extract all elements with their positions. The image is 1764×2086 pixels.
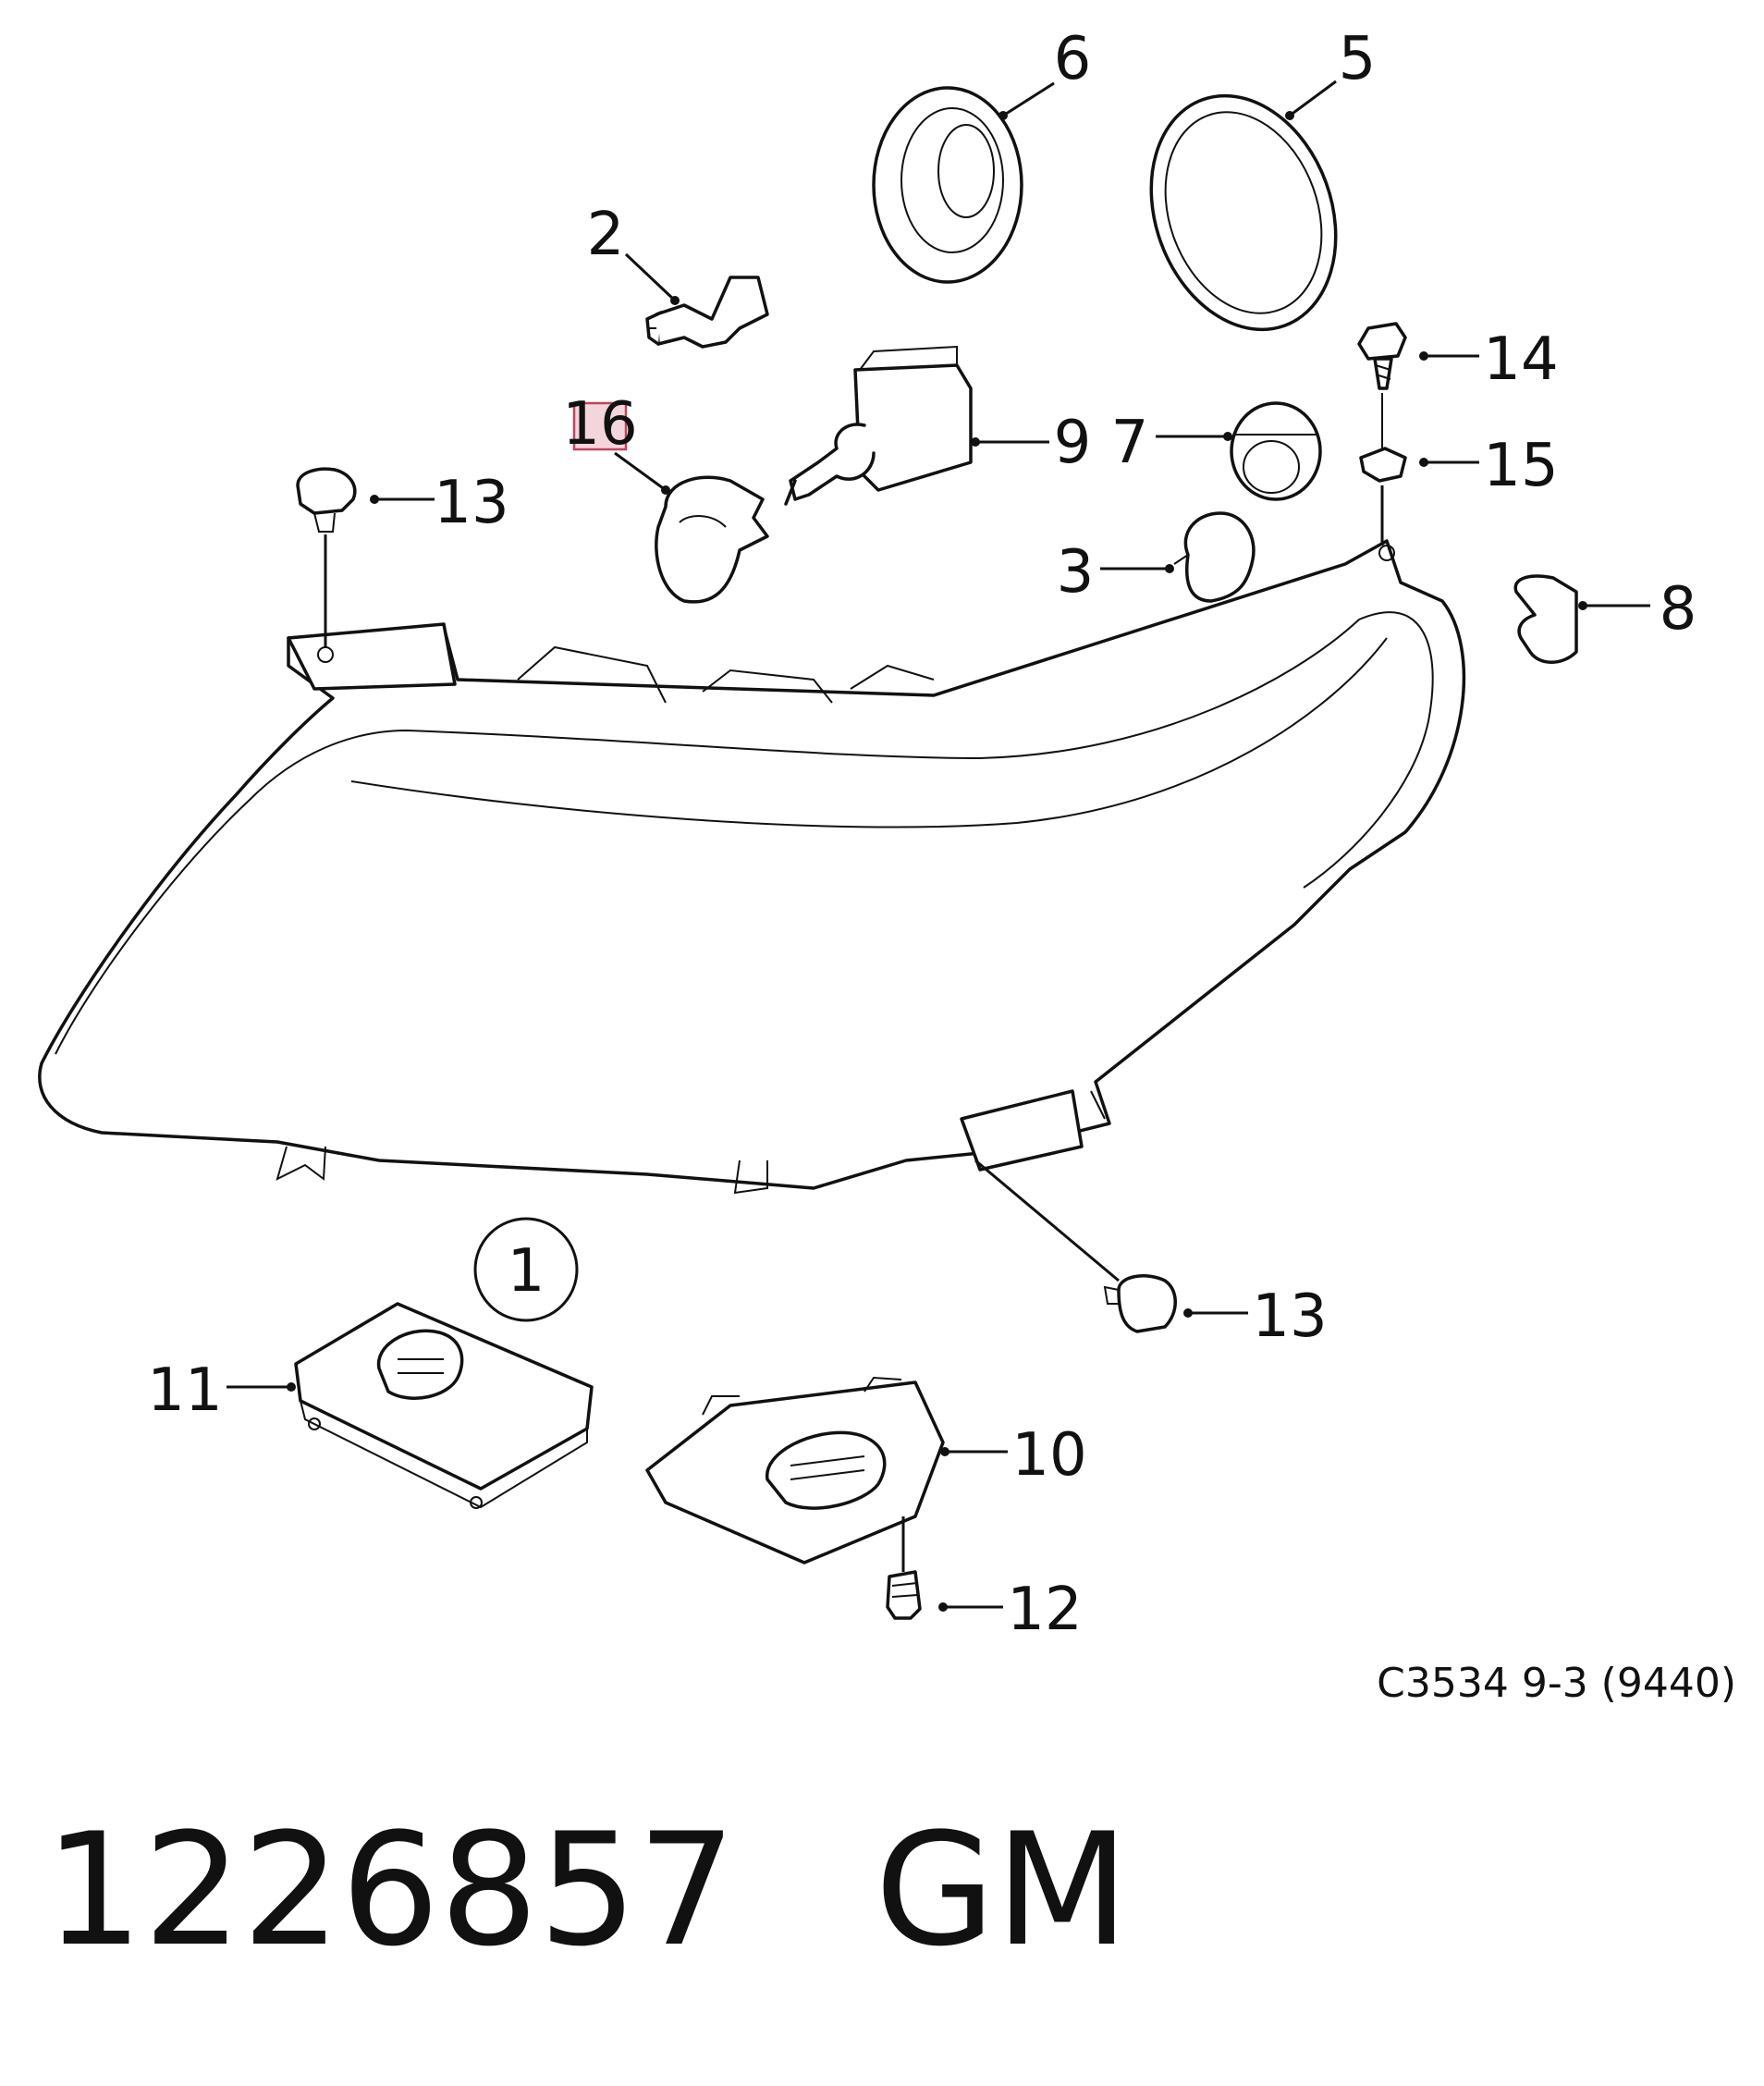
callout-14: 14 [1419,325,1559,394]
svg-text:1: 1 [508,1237,545,1306]
callout-1: 1 [473,1217,579,1322]
svg-text:16: 16 [562,390,637,459]
diagram-reference-code: C3534 9-3 (9440) [1377,1660,1736,1707]
part-16-retainer [655,475,769,604]
part-13-lower-clip [1103,1274,1177,1333]
part-8-clip [1513,574,1578,664]
svg-text:13: 13 [1252,1282,1327,1351]
brand-name: GM [875,1799,1130,1981]
svg-text:7: 7 [1111,409,1149,477]
part-11-ballast [294,1302,594,1509]
svg-text:8: 8 [1660,575,1697,644]
svg-text:5: 5 [1339,25,1377,93]
part-15-clip [1359,393,1407,483]
svg-text:3: 3 [1057,538,1095,607]
svg-text:12: 12 [1007,1576,1082,1644]
part-number: 1226857 [44,1799,737,1981]
part-13-upper-clip [296,467,357,647]
part-3-bulb [1173,511,1256,603]
part-5-ring [1149,93,1338,332]
svg-text:13: 13 [434,469,508,537]
callout-2: 2 [587,201,680,305]
svg-text:11: 11 [147,1356,222,1425]
svg-text:10: 10 [1011,1421,1086,1490]
callout-6: 6 [998,25,1091,120]
callout-15: 15 [1419,432,1559,500]
part-2-bulb [645,276,769,349]
callout-7: 7 [1111,409,1232,477]
part-10-ballast [645,1376,945,1564]
part-6-ring [872,86,1023,284]
callout-11: 11 [147,1356,296,1425]
callout-13-lower: 13 [1183,1282,1328,1351]
callout-9: 9 [971,409,1091,477]
svg-text:15: 15 [1483,432,1558,500]
callout-10: 10 [940,1421,1087,1490]
part-7-socket [1230,401,1322,501]
part-12-screw [886,1516,922,1620]
part-9-xenon-bulb [784,345,973,506]
callout-5: 5 [1285,25,1376,120]
callout-3: 3 [1057,538,1174,607]
svg-text:14: 14 [1483,325,1558,394]
part-14-screw [1357,322,1407,390]
callout-16: 16 [562,390,670,495]
headlamp-housing [38,539,1466,1195]
svg-text:6: 6 [1054,25,1092,93]
svg-text:9: 9 [1054,409,1092,477]
callout-13-upper: 13 [370,469,509,537]
callout-12: 12 [938,1576,1083,1644]
svg-text:2: 2 [587,201,625,269]
callout-8: 8 [1578,575,1697,644]
